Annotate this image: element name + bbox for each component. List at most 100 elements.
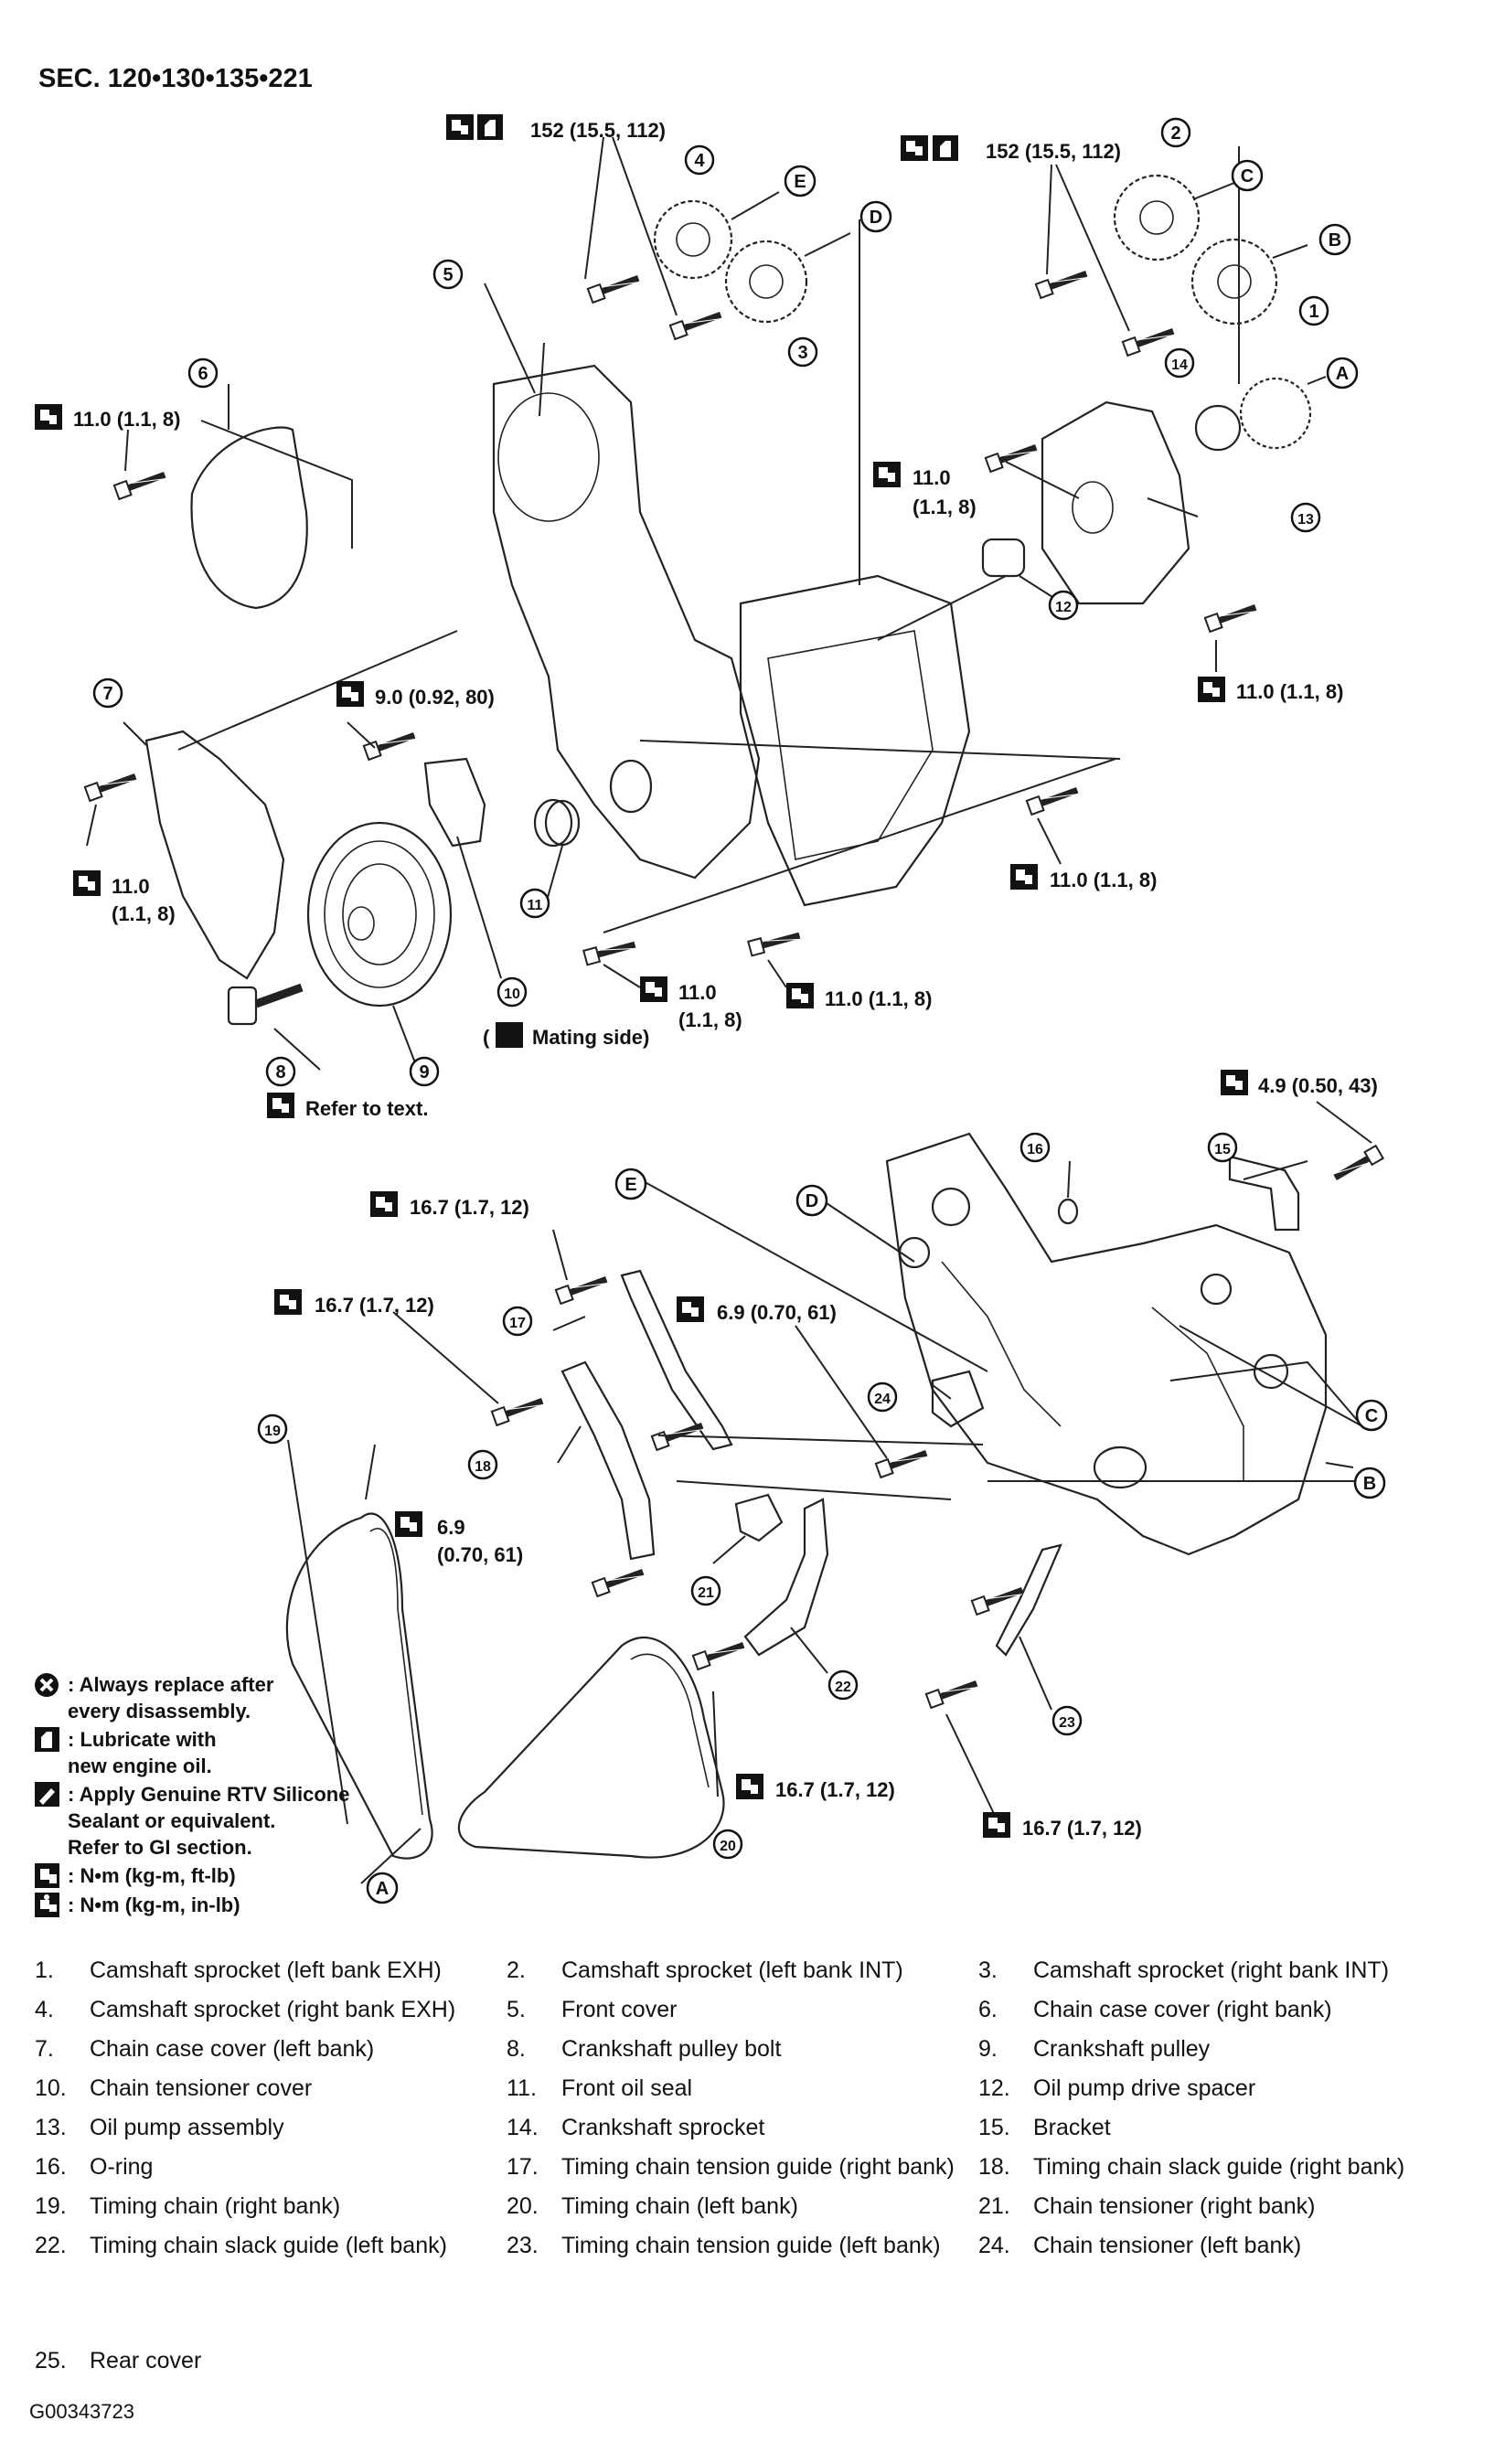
svg-text:16.7 (1.7, 12): 16.7 (1.7, 12)	[315, 1294, 434, 1317]
letter-callout-c: C	[1355, 1399, 1388, 1432]
torque-callout-152-right: 152 (15.5, 112)	[901, 135, 1121, 163]
part-name: Timing chain slack guide (left bank)	[90, 2233, 447, 2258]
part-number: 16.	[35, 2154, 67, 2180]
part-callout-3: 3	[787, 336, 818, 368]
svg-text:16.7 (1.7, 12): 16.7 (1.7, 12)	[775, 1778, 895, 1801]
crankshaft-pulley-bolt	[227, 983, 304, 1026]
slack-guide-left-bank	[743, 1498, 829, 1657]
svg-text:(1.1, 8): (1.1, 8)	[913, 496, 977, 518]
letter-callout-text: C	[1365, 1406, 1378, 1426]
part-callout-23: 23	[1051, 1705, 1083, 1736]
bracket	[1228, 1155, 1300, 1232]
svg-text:(1.1, 8): (1.1, 8)	[678, 1008, 742, 1031]
part-callout-number: 12	[1055, 600, 1072, 615]
part-callout-number: 1	[1308, 302, 1318, 322]
part-name: Camshaft sprocket (right bank EXH)	[90, 1997, 456, 2022]
letter-callout-text: D	[870, 208, 882, 228]
svg-text:16.7 (1.7, 12): 16.7 (1.7, 12)	[1022, 1817, 1142, 1840]
svg-text:9.0 (0.92, 80): 9.0 (0.92, 80)	[375, 686, 495, 709]
letter-callout-e: E	[784, 165, 817, 197]
legend-text-sealant: : Apply Genuine RTV Silicone Sealant or …	[68, 1783, 350, 1859]
svg-text:(1.1, 8): (1.1, 8)	[112, 902, 176, 925]
part-number: 2.	[507, 1957, 526, 1983]
part-name: Chain tensioner (right bank)	[1033, 2193, 1316, 2219]
part-callout-number: 21	[698, 1585, 714, 1601]
legend-text-lubricate: : Lubricate with new engine oil.	[68, 1728, 217, 1777]
part-number: 8.	[507, 2036, 526, 2062]
part-callout-number: 14	[1171, 357, 1188, 373]
part-name: Front oil seal	[561, 2075, 693, 2101]
svg-text:152 (15.5, 112): 152 (15.5, 112)	[986, 140, 1121, 163]
part-number: 10.	[35, 2075, 67, 2101]
part-number: 4.	[35, 1997, 54, 2022]
part-callout-number: 24	[874, 1392, 891, 1407]
part-callout-number: 13	[1297, 512, 1314, 528]
part-callout-17: 17	[502, 1306, 533, 1337]
torque-callout-9: 9.0 (0.92, 80)	[336, 681, 495, 709]
svg-text:152 (15.5, 112): 152 (15.5, 112)	[530, 119, 666, 142]
part-callout-21: 21	[690, 1575, 721, 1606]
part-number: 13.	[35, 2115, 67, 2140]
letter-callout-b: B	[1353, 1467, 1386, 1499]
torque-callout-11-b: 11.0 (1.1, 8)	[873, 462, 977, 518]
torque-callout-11-c: 11.0 (1.1, 8)	[1198, 677, 1343, 703]
section-title: SEC. 120•130•135•221	[38, 64, 313, 93]
part-name: Timing chain slack guide (right bank)	[1033, 2154, 1405, 2180]
part-name: Chain tensioner (left bank)	[1033, 2233, 1302, 2258]
parts-row: 4.Camshaft sprocket (right bank EXH)5.Fr…	[29, 1991, 1445, 2031]
torque-callout-16-7-c: 16.7 (1.7, 12)	[736, 1774, 895, 1801]
torque-callout-11-g: 11.0 (1.1, 8)	[786, 983, 932, 1010]
letter-callout-text: E	[624, 1175, 636, 1195]
parts-row: 1.Camshaft sprocket (left bank EXH)2.Cam…	[29, 1952, 1445, 1991]
letter-callout-text: B	[1329, 230, 1341, 251]
part-callout-14: 14	[1164, 347, 1195, 379]
part-number: 17.	[507, 2154, 539, 2180]
part-number: 14.	[507, 2115, 539, 2140]
torque-callout-4-9: 4.9 (0.50, 43)	[1221, 1070, 1378, 1097]
part-name: Crankshaft pulley	[1033, 2036, 1211, 2062]
part-callout-number: 22	[835, 1680, 851, 1695]
part-callout-number: 3	[797, 343, 807, 363]
part-number: 6.	[978, 1997, 998, 2022]
parts-list: 1.Camshaft sprocket (left bank EXH)2.Cam…	[29, 1952, 1445, 2267]
part-name: Timing chain tension guide (left bank)	[561, 2233, 941, 2258]
part-callout-16: 16	[1019, 1132, 1051, 1163]
part-callout-number: 9	[419, 1062, 429, 1083]
part-callout-number: 2	[1170, 123, 1180, 144]
replace-x-icon	[35, 1673, 59, 1697]
part-number: 12.	[978, 2075, 1010, 2101]
part-callout-19: 19	[257, 1413, 288, 1445]
part-callout-7: 7	[92, 677, 123, 709]
part-number: 1.	[35, 1957, 54, 1983]
part-callout-11: 11	[519, 888, 550, 919]
part-callout-number: 15	[1214, 1142, 1231, 1157]
part-name: Oil pump assembly	[90, 2115, 284, 2140]
legend-row-sealant: : Apply Genuine RTV Silicone Sealant or …	[33, 1781, 349, 1861]
part-number: 18.	[978, 2154, 1010, 2180]
part-callout-number: 19	[264, 1424, 281, 1439]
part-callout-24: 24	[867, 1381, 898, 1413]
part-callout-number: 10	[504, 987, 520, 1002]
exploded-timing-chain-diagram: 152 (15.5, 112) 152 (15.5, 112) 11.0 (1.…	[35, 114, 1388, 1904]
legend-row-torque-ftlb: : N•m (kg-m, ft-lb)	[33, 1862, 349, 1890]
parts-row: 19.Timing chain (right bank)20.Timing ch…	[29, 2188, 1445, 2227]
part-name: Camshaft sprocket (left bank INT)	[561, 1957, 903, 1983]
svg-text:11.0 (1.1, 8): 11.0 (1.1, 8)	[825, 987, 932, 1010]
letter-callout-b: B	[1318, 223, 1351, 256]
figure-code: G00343723	[29, 2400, 134, 2423]
part-name: Crankshaft pulley bolt	[561, 2036, 782, 2062]
letter-callout-d: D	[795, 1184, 828, 1217]
torque-callout-11-f: 11.0 (1.1, 8)	[640, 976, 742, 1031]
chain-tensioner-cover	[423, 757, 486, 848]
part-callout-number: 23	[1059, 1715, 1075, 1731]
crankshaft-pulley	[306, 821, 453, 1008]
part-number: 5.	[507, 1997, 526, 2022]
letter-callout-text: D	[806, 1191, 818, 1211]
part-callout-4: 4	[684, 144, 715, 176]
torque-callout-152-left: 152 (15.5, 112)	[446, 114, 666, 142]
letter-callout-a: A	[1326, 357, 1359, 389]
parts-row: 22.Timing chain slack guide (left bank)2…	[29, 2227, 1445, 2267]
part-name: Oil pump drive spacer	[1033, 2075, 1256, 2101]
